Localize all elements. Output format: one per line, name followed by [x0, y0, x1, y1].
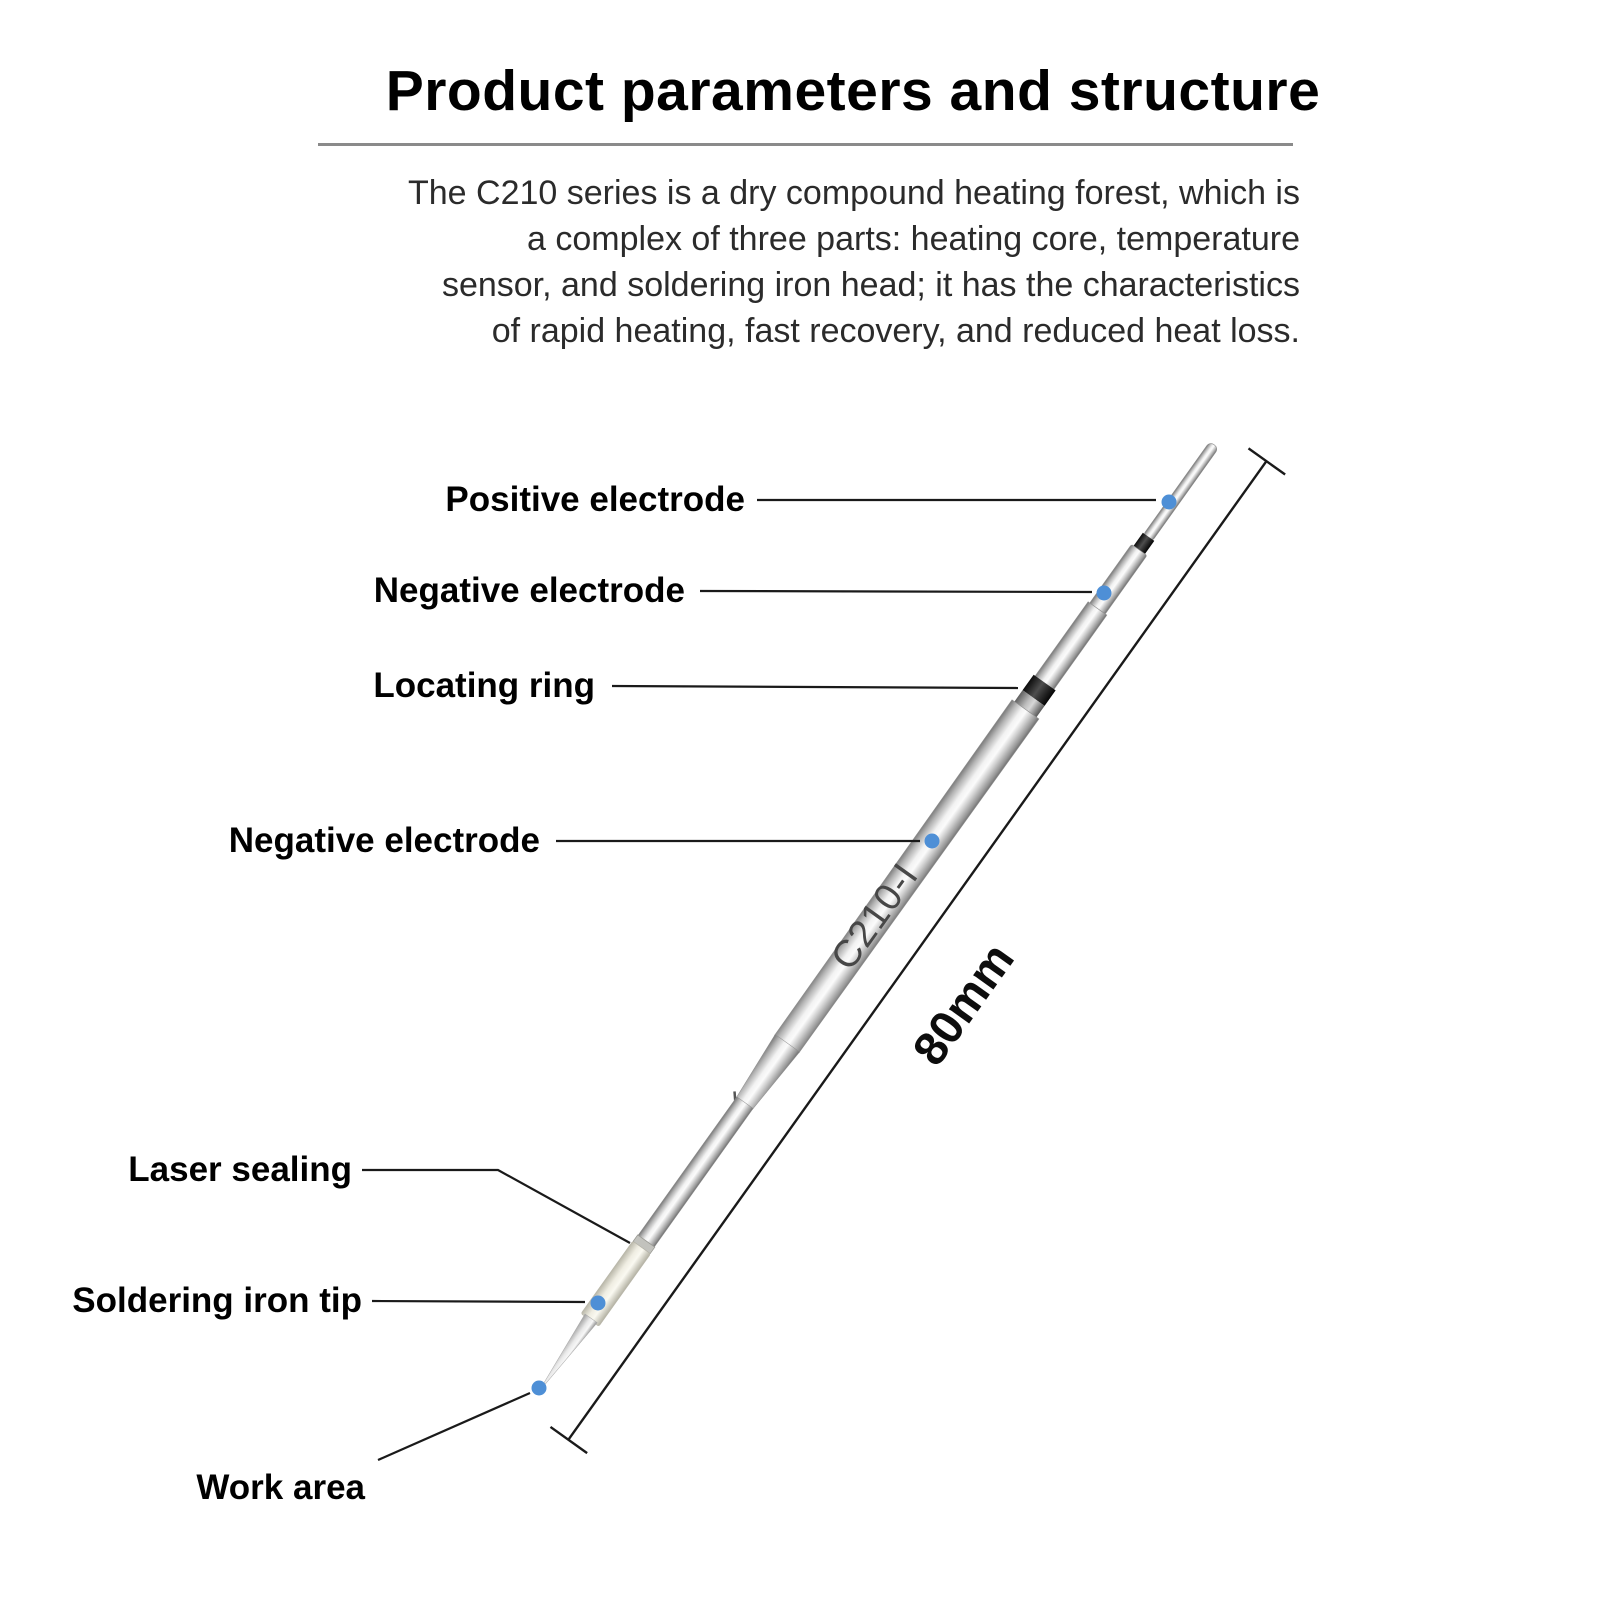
dimension-label: 80mm: [902, 933, 1024, 1074]
tip-holder: [581, 1241, 651, 1326]
label-positive-electrode: Positive electrode: [445, 480, 745, 519]
product-description: The C210 series is a dry compound heatin…: [240, 170, 1300, 354]
leader-locating-ring: [611, 684, 1019, 690]
lower-shaft: [636, 1096, 754, 1250]
point-markers: [531, 494, 1177, 1396]
marker-work-area: [531, 1380, 547, 1396]
label-negative-electrode-upper: Negative electrode: [373, 571, 685, 610]
marker-soldering-iron-tip: [590, 1295, 606, 1311]
dimension-line-main: [567, 460, 1268, 1441]
title-divider: [318, 143, 1293, 146]
description-line: of rapid heating, fast recovery, and red…: [491, 312, 1300, 350]
dimension-cap-bottom: [549, 1425, 588, 1455]
dimension-line: [549, 447, 1286, 1455]
label-negative-electrode-lower: Negative electrode: [228, 821, 540, 860]
description-line: sensor, and soldering iron head; it has …: [441, 266, 1300, 304]
leader-soldering-iron-tip: [371, 1299, 586, 1304]
description-line: a complex of three parts: heating core, …: [527, 220, 1300, 258]
marker-negative-electrode-lower: [924, 833, 940, 849]
label-laser-sealing: Laser sealing: [128, 1150, 352, 1189]
leader-lines: [362, 498, 1156, 1462]
leader-work-area: [377, 1391, 531, 1462]
locating-ring-part: [1022, 674, 1056, 706]
negative-electrode-segment: [1089, 544, 1147, 615]
soldering-iron-illustration: C210-I 80mm: [541, 443, 1286, 1455]
label-work-area: Work area: [196, 1468, 365, 1507]
positive-electrode-pin: [1144, 443, 1217, 541]
upper-shaft: [1033, 601, 1108, 692]
marker-positive-electrode: [1161, 494, 1177, 510]
description-line: The C210 series is a dry compound heatin…: [407, 174, 1300, 212]
tip-cone: [541, 1313, 598, 1388]
page-title: Product parameters and structure: [385, 59, 1321, 123]
leader-laser-sealing: [362, 1168, 631, 1244]
dimension-cap-top: [1247, 447, 1286, 476]
marker-negative-electrode-upper: [1096, 585, 1112, 601]
label-soldering-iron-tip: Soldering iron tip: [72, 1281, 362, 1320]
leader-negative-electrode-upper: [699, 589, 1093, 594]
collar: [1013, 690, 1045, 719]
label-locating-ring: Locating ring: [373, 666, 595, 705]
